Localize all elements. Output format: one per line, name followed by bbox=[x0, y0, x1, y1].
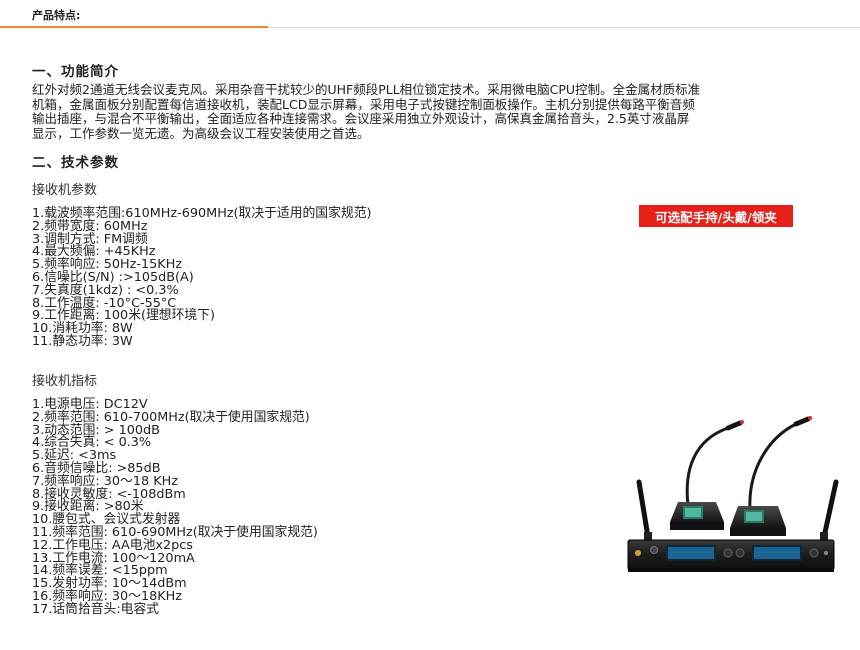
list-item: 11.静态功率: 3W bbox=[32, 333, 133, 349]
list-item: 5.延迟: <3ms bbox=[32, 448, 117, 464]
intro-line: 显示，工作参数一览无遗。为高级会议工程安装使用之首选。 bbox=[32, 125, 370, 141]
list-item: 16.频率响应: 30～18KHz bbox=[32, 588, 183, 604]
section-heading-tech-params: 二、技术参数 bbox=[32, 155, 119, 171]
list-item: 13.工作电流: 100～120mA bbox=[32, 550, 195, 566]
function-intro-paragraph: 红外对频2通道无线会议麦克风。采用杂音干扰较少的UHF频段PLL相位锁定技术。采… bbox=[32, 82, 832, 141]
list-item: 17.话筒拾音头:电容式 bbox=[32, 601, 160, 617]
list-item: 14.频率误差: <15ppm bbox=[32, 563, 168, 579]
list-item: 6.音频信噪比: >85dB bbox=[32, 460, 161, 476]
optional-accessories-badge: 可选配手持/头戴/领夹 bbox=[639, 205, 793, 227]
list-item: 8.接收灵敏度: <-108dBm bbox=[32, 486, 186, 502]
product-features-title: 产品特点: bbox=[32, 9, 81, 22]
list-item: 10.消耗功率: 8W bbox=[32, 321, 133, 337]
list-item: 6.信噪比(S/N) :>105dB(A) bbox=[32, 269, 194, 285]
conference-mic-left bbox=[670, 420, 744, 530]
intro-line: 输出插座，与混合不平衡输出，全面适应各种连接需求。会议座采用独立外观设计，高保真… bbox=[32, 111, 690, 126]
conference-mic-right bbox=[730, 416, 812, 536]
list-item: 1.载波频率范围:610MHz-690MHz(取决于适用的国家规范) bbox=[32, 206, 372, 221]
section-heading-function: 一、功能简介 bbox=[32, 64, 119, 80]
list-item: 10.腰包式、会议式发射器 bbox=[32, 512, 181, 528]
product-features-header: 产品特点: bbox=[0, 0, 860, 30]
receiver-antenna-right bbox=[820, 479, 839, 542]
header-divider bbox=[0, 27, 860, 28]
list-item: 4.综合失真: < 0.3% bbox=[32, 435, 152, 451]
list-item: 1.电源电压: DC12V bbox=[32, 397, 148, 412]
rack-receiver-unit bbox=[627, 539, 835, 572]
list-item: 8.工作温度: -10°C-55°C bbox=[32, 295, 177, 311]
list-item: 3.调制方式: FM调频 bbox=[32, 231, 148, 247]
header-accent-bar bbox=[0, 26, 268, 28]
wireless-conference-mic-product-image bbox=[627, 416, 839, 572]
intro-line: 红外对频2通道无线会议麦克风。采用杂音干扰较少的UHF频段PLL相位锁定技术。采… bbox=[32, 82, 701, 97]
list-item: 7.频率响应: 30～18 KHz bbox=[32, 473, 178, 489]
list-item: 2.频带宽度: 60MHz bbox=[32, 218, 148, 234]
list-item: 12.工作电压: AA电池x2pcs bbox=[32, 537, 193, 553]
receiver-antenna-left bbox=[636, 479, 652, 542]
list-item: 9.接收距离: >80米 bbox=[32, 499, 144, 515]
list-item: 5.频率响应: 50Hz-15KHz bbox=[32, 257, 183, 273]
intro-line: 机箱，金属面板分别配置每信道接收机，装配LCD显示屏幕，采用电子式按键控制面板操… bbox=[32, 96, 695, 112]
receiver-specs-list: 1.电源电压: DC12V 2.频率范围: 610-700MHz(取决于使用国家… bbox=[32, 397, 318, 617]
receiver-specs-heading: 接收机指标 bbox=[32, 374, 98, 389]
receiver-params-heading: 接收机参数 bbox=[32, 183, 98, 198]
list-item: 11.频率范围: 610-690MHz(取决于使用国家规范) bbox=[32, 524, 318, 540]
list-item: 4.最大频偏: +45KHz bbox=[32, 244, 156, 260]
list-item: 7.失真度(1kdz) : <0.3% bbox=[32, 282, 179, 298]
list-item: 15.发射功率: 10～14dBm bbox=[32, 576, 187, 592]
receiver-params-list: 1.载波频率范围:610MHz-690MHz(取决于适用的国家规范) 2.频带宽… bbox=[32, 206, 372, 349]
list-item: 9.工作距离: 100米(理想环境下) bbox=[32, 308, 215, 324]
list-item: 3.动态范围: > 100dB bbox=[32, 422, 160, 438]
list-item: 2.频率范围: 610-700MHz(取决于使用国家规范) bbox=[32, 409, 310, 425]
